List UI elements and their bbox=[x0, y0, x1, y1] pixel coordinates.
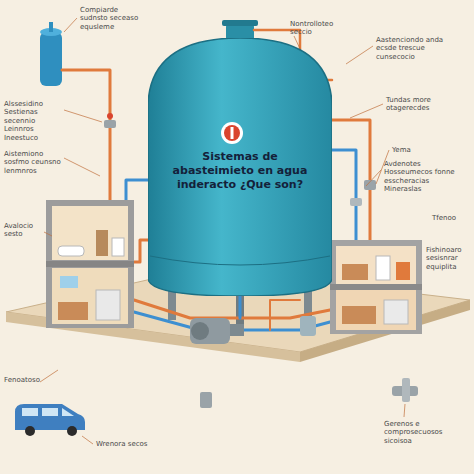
pipes bbox=[126, 180, 148, 200]
leader-line bbox=[82, 436, 93, 444]
callout-label: Fenoatoso bbox=[4, 376, 64, 384]
house-cutaway bbox=[46, 200, 134, 328]
leader-line bbox=[64, 18, 77, 32]
valve-symbol bbox=[104, 120, 116, 128]
small-tank bbox=[40, 22, 62, 86]
house-cutaway bbox=[330, 240, 422, 334]
house-cutaway bbox=[46, 261, 134, 267]
leader-line bbox=[64, 158, 100, 176]
house-cutaway bbox=[384, 300, 408, 324]
callout-label: Tfenoo bbox=[432, 214, 470, 222]
van-icon bbox=[67, 426, 77, 436]
pump-symbol bbox=[190, 316, 316, 344]
pipes bbox=[332, 150, 356, 240]
house-cutaway bbox=[52, 268, 128, 324]
van-icon bbox=[25, 426, 35, 436]
house-cutaway bbox=[376, 256, 390, 280]
logo-mark bbox=[231, 127, 234, 139]
leader-line bbox=[366, 170, 381, 186]
house-cutaway bbox=[342, 306, 376, 324]
callout-label: Fishinoaro sesisnrar equiplita bbox=[426, 246, 470, 271]
valve-symbol bbox=[107, 113, 113, 119]
leader-line bbox=[346, 46, 373, 64]
leader-line bbox=[40, 18, 405, 444]
logo-ring bbox=[221, 122, 243, 144]
leader-line bbox=[404, 404, 405, 417]
leader-line bbox=[64, 110, 102, 122]
water-tank: Sistemas de abasteimieto en agua inderac… bbox=[148, 38, 332, 296]
leader-line bbox=[44, 232, 52, 236]
house-cutaway bbox=[58, 302, 88, 320]
pipes bbox=[134, 300, 330, 318]
callout-label: Tundas more otagerecdes bbox=[386, 96, 450, 113]
house-cutaway bbox=[336, 246, 416, 284]
callout-label: Alssesidino Sestienas secennio Leinnros … bbox=[4, 100, 62, 142]
van-icon bbox=[22, 408, 38, 416]
van-icon bbox=[15, 404, 85, 430]
tank-band bbox=[150, 256, 330, 265]
fitting-part bbox=[402, 378, 410, 402]
callout-label: Avalocio sesto bbox=[4, 222, 44, 239]
van-icon bbox=[42, 408, 58, 416]
callout-label: Gerenos e comprosecuosos sicoisoa bbox=[384, 420, 462, 445]
pump-symbol bbox=[190, 318, 230, 344]
tank-nozzle bbox=[222, 20, 258, 26]
fitting-part bbox=[200, 378, 418, 408]
house-cutaway bbox=[96, 230, 108, 256]
house-cutaway bbox=[330, 240, 422, 334]
pipes bbox=[239, 296, 242, 318]
pump-symbol bbox=[300, 316, 316, 336]
house-cutaway bbox=[112, 238, 124, 256]
callout-label: Yema bbox=[392, 146, 432, 154]
callout-label: Avdenotes Hosseumecos fonne esscheracias… bbox=[384, 160, 464, 194]
house-cutaway bbox=[58, 246, 84, 256]
pump-symbol bbox=[191, 322, 209, 340]
callout-label: Aistemiono sosfmo ceunsno lenmnros bbox=[4, 150, 62, 175]
pipes bbox=[332, 120, 370, 240]
valve-symbol bbox=[350, 198, 362, 206]
house-cutaway bbox=[336, 290, 416, 330]
fitting-part bbox=[200, 392, 212, 408]
van-icon bbox=[15, 404, 85, 436]
tank-body bbox=[148, 38, 332, 296]
house-cutaway bbox=[60, 276, 78, 288]
callout-label: Wrenora secos bbox=[96, 440, 156, 448]
small-tank bbox=[49, 22, 53, 32]
house-cutaway bbox=[96, 290, 120, 320]
house-cutaway bbox=[330, 284, 422, 290]
leader-line bbox=[40, 370, 58, 382]
house-cutaway bbox=[52, 206, 128, 260]
pipes bbox=[134, 240, 148, 262]
pump-symbol bbox=[230, 324, 244, 336]
house-cutaway bbox=[46, 200, 134, 328]
callout-label: Aastenciondo anda ecsde trescue cunsecoc… bbox=[376, 36, 450, 61]
pipes bbox=[270, 300, 300, 330]
logo-mark bbox=[224, 125, 240, 141]
tank-title: Sistemas de abasteimieto en agua inderac… bbox=[165, 150, 315, 191]
house-cutaway bbox=[396, 262, 410, 280]
callout-label: Compiarde sudnsto seceaso equsleme bbox=[80, 6, 142, 31]
house-cutaway bbox=[342, 264, 368, 280]
pipes bbox=[62, 70, 110, 200]
callout-label: Nontrolloteo seccio bbox=[290, 20, 348, 37]
leader-line bbox=[350, 104, 383, 118]
van-icon bbox=[62, 408, 74, 416]
small-tank bbox=[40, 32, 62, 86]
